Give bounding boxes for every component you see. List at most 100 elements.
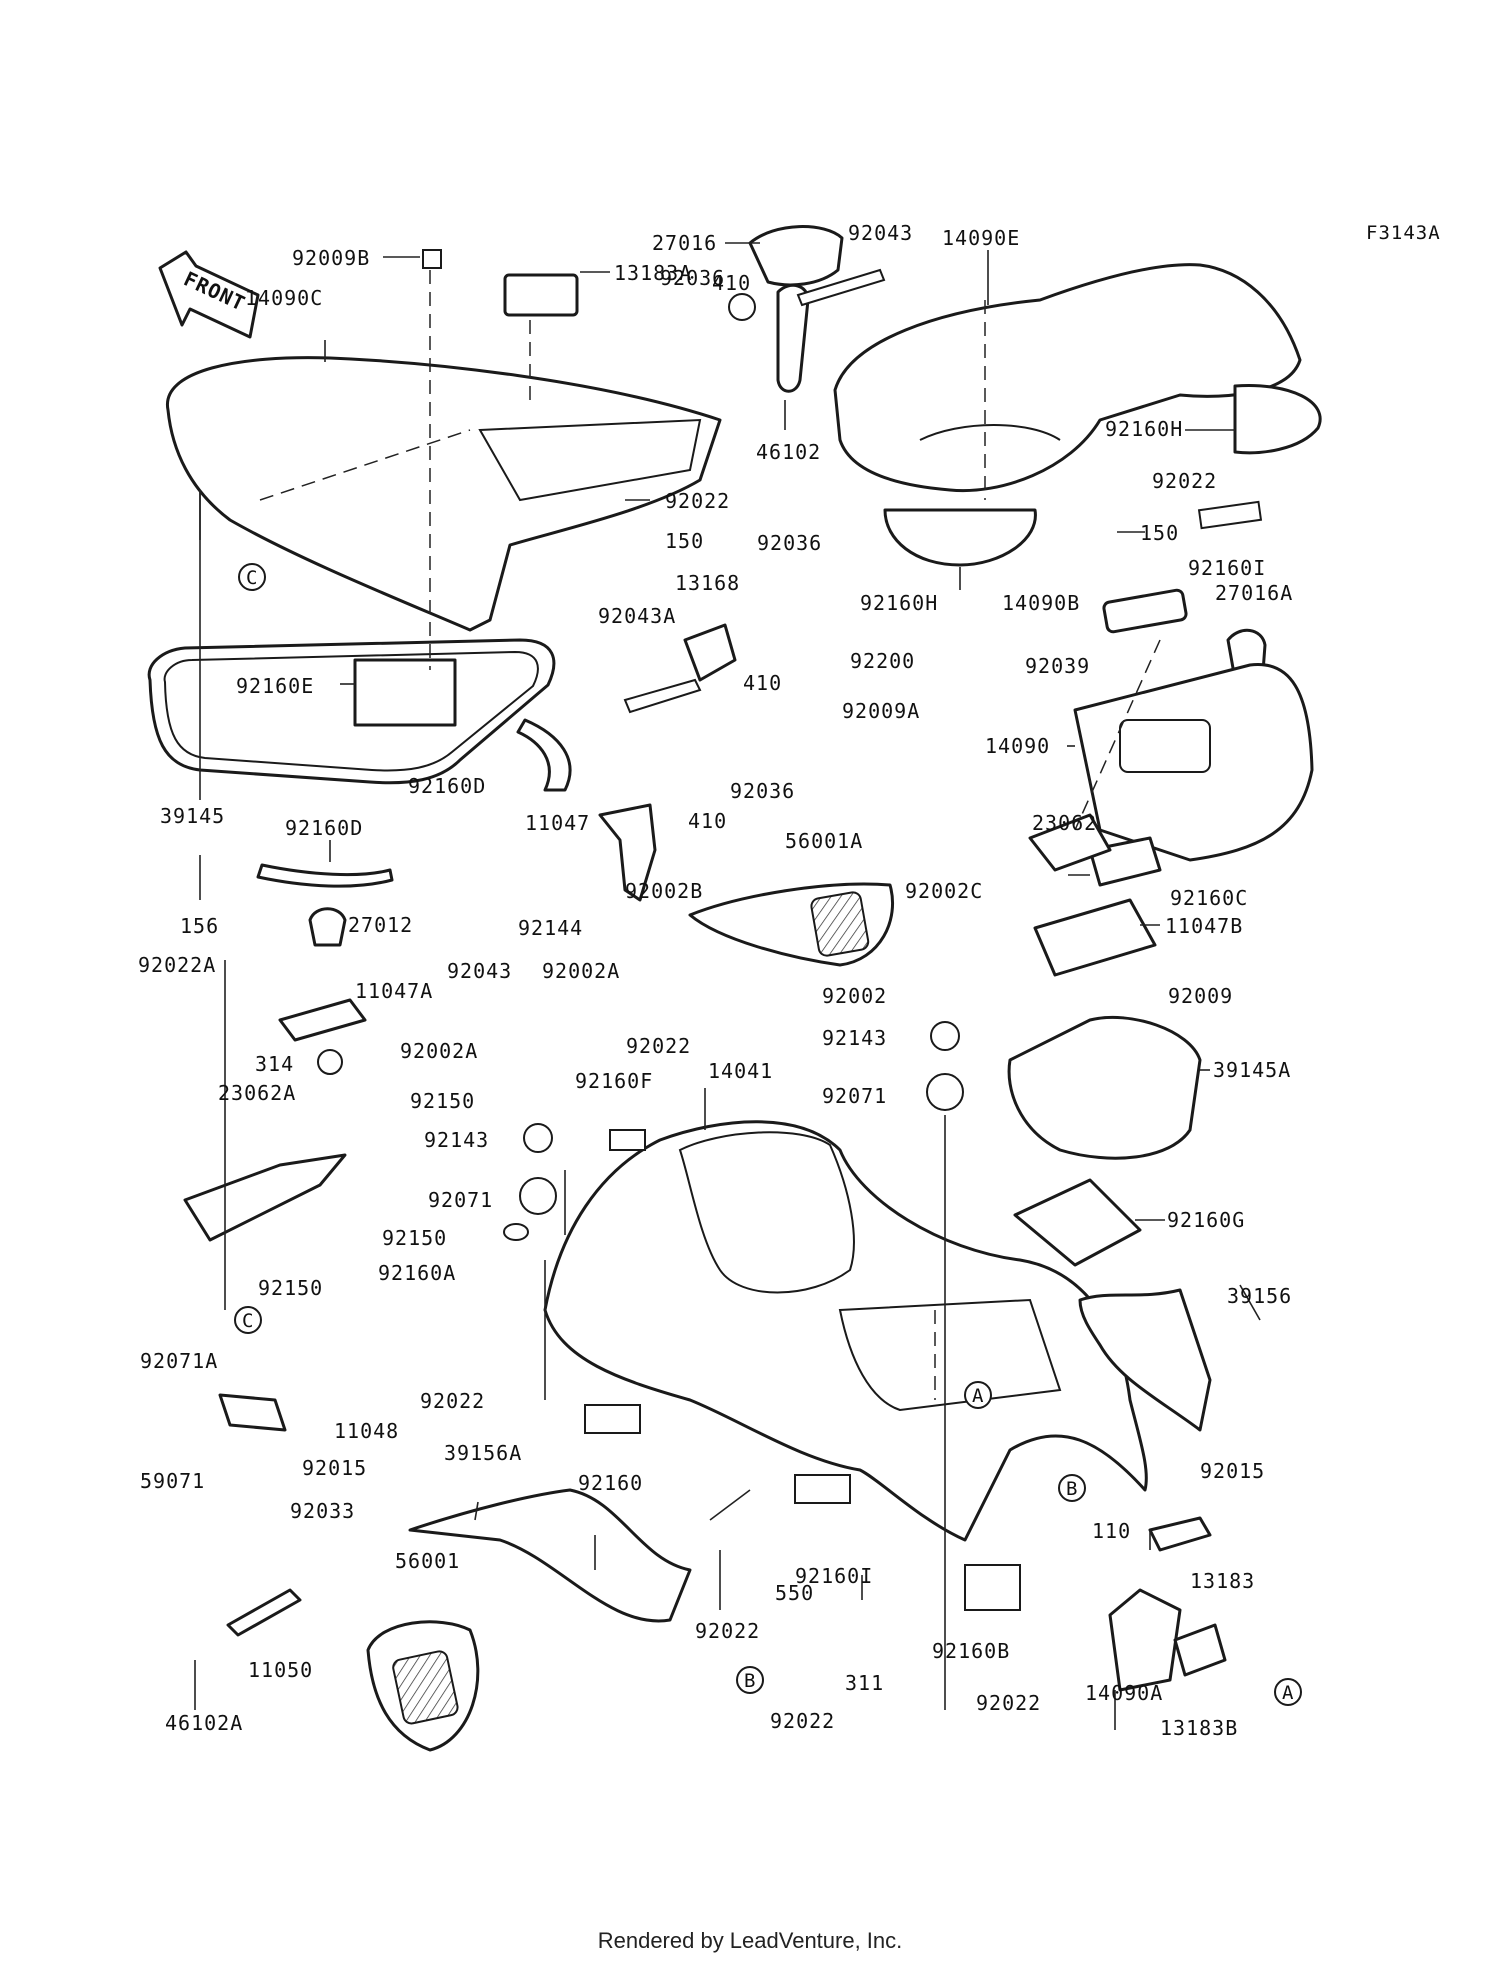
part-label: 92144 (518, 916, 583, 940)
hinge-11050-part (226, 1588, 302, 1637)
part-label: 92009 (1168, 984, 1233, 1008)
pad-92160E-part (353, 658, 457, 727)
part-label: 13183B (1160, 1716, 1238, 1740)
part-label: 92071A (140, 1349, 218, 1373)
part-label: 92002 (822, 984, 887, 1008)
part-label: 410 (743, 671, 782, 695)
cap-27016-part (748, 225, 844, 287)
part-label: 92036 (757, 531, 822, 555)
part-label: 39156A (444, 1441, 522, 1465)
part-label: 92009A (842, 699, 920, 723)
main-body-storage-opening (838, 1298, 1062, 1412)
part-label: 92002C (905, 879, 983, 903)
part-label: 156 (180, 914, 219, 938)
part-label: 92200 (850, 649, 915, 673)
part-label: 11050 (248, 1658, 313, 1682)
part-label: 59071 (140, 1469, 205, 1493)
part-label: 92150 (258, 1276, 323, 1300)
ref-marker-b-right: B (1066, 1478, 1077, 1500)
seal-ring-inner (163, 650, 539, 772)
label-92160F-part (609, 1129, 646, 1151)
part-label: 92022 (420, 1389, 485, 1413)
part-label: 92022 (770, 1709, 835, 1733)
part-label: 39145A (1213, 1058, 1291, 1082)
part-number-labels: 92009B 13183A 27016 92043 14090E 14090C … (138, 221, 1292, 1740)
lever-46102-part (776, 283, 810, 393)
part-label: 92071 (822, 1084, 887, 1108)
bolt-92009B-part (422, 249, 442, 269)
ref-marker-b-lower: B (744, 1670, 755, 1692)
part-label: 27012 (348, 913, 413, 937)
main-body-seat-opening (678, 1131, 855, 1294)
part-label: 92002B (625, 879, 703, 903)
pad-92160H-left (883, 508, 1037, 567)
part-label: 11048 (334, 1419, 399, 1443)
eyebolt-27012-part (308, 907, 347, 947)
part-label: 92160I (1188, 556, 1266, 580)
grommet-92071-right-part (926, 1073, 964, 1111)
plate-13183B-part (1173, 1623, 1227, 1677)
pad-92160G-part (1013, 1178, 1142, 1267)
ref-marker-c-lower: C (242, 1310, 253, 1332)
label-92160B-part (964, 1564, 1021, 1611)
part-label: 92160E (236, 674, 314, 698)
part-label: 410 (688, 809, 727, 833)
plate-13183-part (1148, 1516, 1212, 1552)
pin-92043A-part (623, 678, 702, 714)
part-label: 550 (775, 1581, 814, 1605)
part-label: 39156 (1227, 1284, 1292, 1308)
part-label: 92143 (424, 1128, 489, 1152)
part-label: 92009B (292, 246, 370, 270)
part-label: 410 (712, 271, 751, 295)
figure-code: F3143A (1366, 222, 1441, 244)
hinge-23062-part (1028, 813, 1112, 872)
part-label: 92160C (1170, 886, 1248, 910)
part-label: 11047 (525, 811, 590, 835)
part-label: 46102A (165, 1711, 243, 1735)
ref-marker-a-body: A (972, 1385, 984, 1407)
front-cover-inner (478, 418, 702, 502)
part-label: 23062 (1032, 811, 1097, 835)
reference-markers: C C A B B A (234, 563, 1302, 1706)
grommet-92071-part (519, 1177, 557, 1215)
plate-13183A-part (503, 273, 579, 317)
part-label: 150 (665, 529, 704, 553)
part-label: 92160I (795, 1564, 873, 1588)
part-label: 92143 (822, 1026, 887, 1050)
part-label: 14090C (245, 286, 323, 310)
strip-92160D-upper (516, 718, 572, 792)
front-arrow-icon: FRONT (158, 250, 260, 339)
grommet-92160A-part (503, 1223, 529, 1241)
nut-314-part (317, 1049, 343, 1075)
label-92160I-part (1197, 500, 1263, 530)
part-label: 92043 (447, 959, 512, 983)
part-label: 92002A (542, 959, 620, 983)
grommet-92143-right-part (930, 1021, 960, 1051)
bracket-14090A-part (1108, 1588, 1182, 1692)
plate-11047A-part (278, 998, 367, 1042)
label-92160I-lower-part (794, 1474, 851, 1504)
part-label: 92160F (575, 1069, 653, 1093)
part-label: 92160D (408, 774, 486, 798)
part-label: 56001 (395, 1549, 460, 1573)
part-label: 39145 (160, 804, 225, 828)
plate-11047B-part (1033, 898, 1157, 977)
mirror-56001A-lens (810, 891, 870, 957)
label-92160-part (584, 1404, 641, 1434)
part-label: 92002A (400, 1039, 478, 1063)
part-label: 46102 (756, 440, 821, 464)
hinge-23062A-part (183, 1153, 347, 1242)
bracket-11047-part (598, 803, 657, 902)
part-label: 14090B (1002, 591, 1080, 615)
part-label: 92036 (660, 266, 725, 290)
strip-92160D-lower (256, 863, 394, 888)
part-label: 92160H (1105, 417, 1183, 441)
part-label: 92022 (695, 1619, 760, 1643)
rear-cover-part (833, 263, 1302, 493)
part-label: 11047A (355, 979, 433, 1003)
part-label: 92160H (860, 591, 938, 615)
ref-marker-a-lower: A (1282, 1682, 1294, 1704)
trim-39156A-part (408, 1488, 692, 1623)
part-14090B (1102, 588, 1188, 634)
